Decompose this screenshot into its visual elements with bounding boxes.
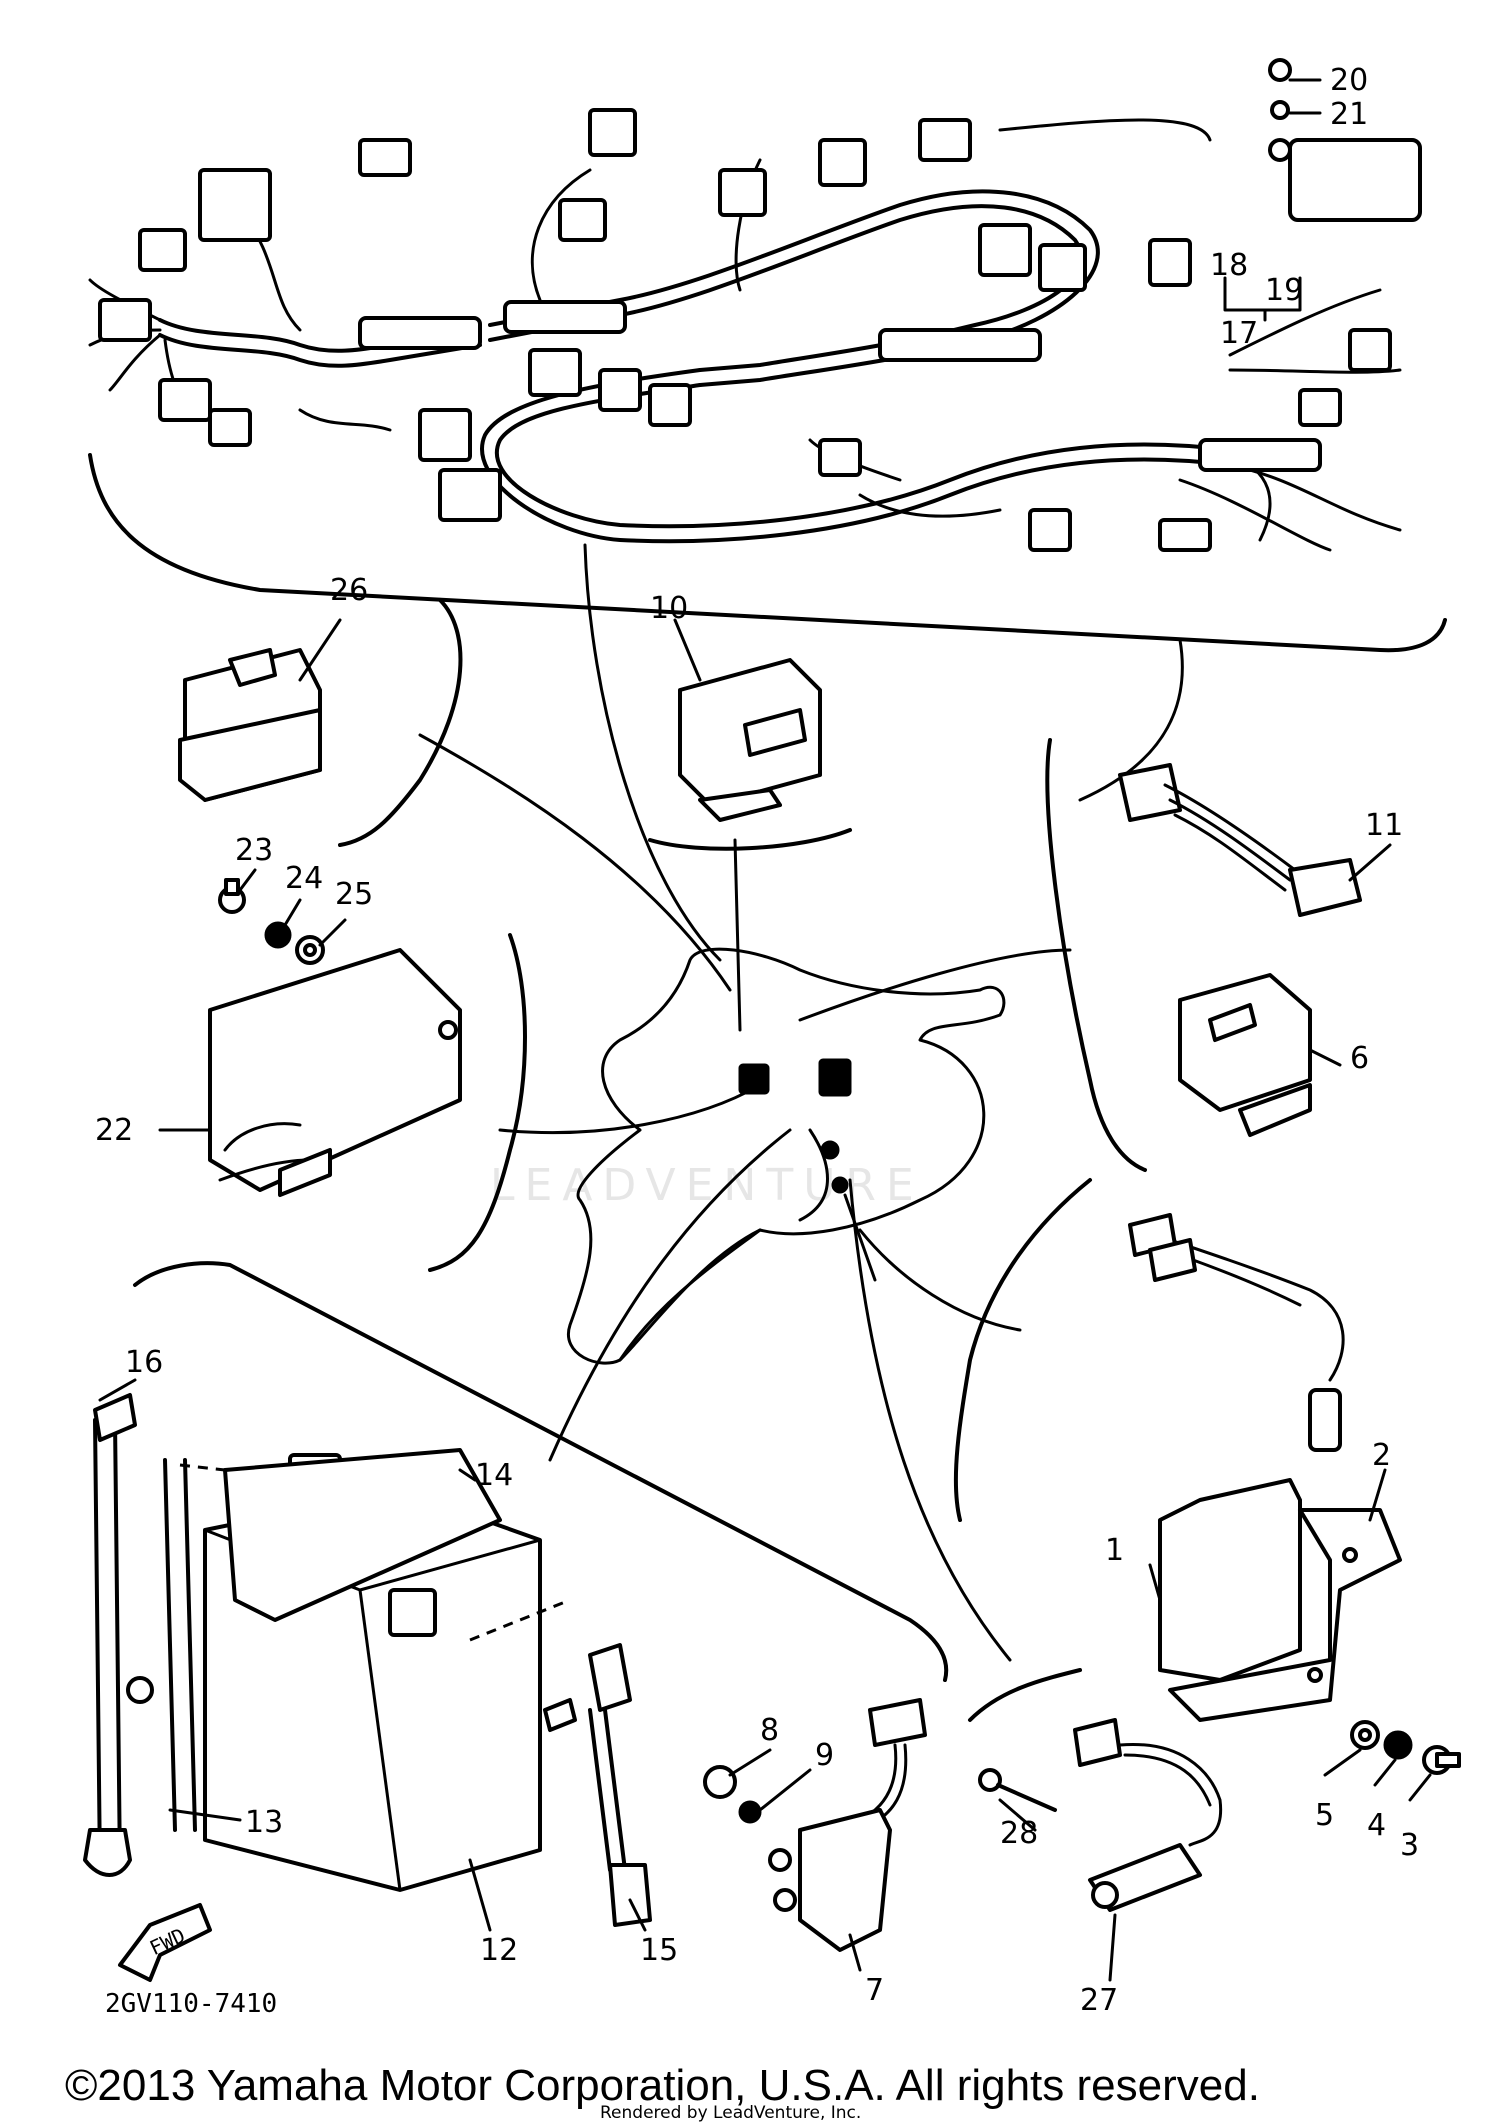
part-6-starter-relay[interactable] [1178,973,1312,1137]
copyright-text: ©2013 Yamaha Motor Corporation, U.S.A. A… [65,2061,1260,2110]
part-28-screw[interactable] [978,1768,1057,1812]
callout-26[interactable]: 26 [330,573,368,608]
callout-23[interactable]: 23 [235,833,273,868]
callout-17[interactable]: 17 [1220,316,1258,351]
part-15-positive-cable[interactable] [543,1643,652,1927]
group-bracket-1 [953,1178,1092,1522]
battery-vent-dashed-line [179,1463,571,1642]
part-26-relay[interactable] [178,648,322,802]
group-bracket-battery [133,1261,949,1682]
part-3-bolt[interactable] [1422,1745,1461,1775]
group-bracket-26 [338,598,463,847]
part-2-bracket[interactable] [1168,1508,1402,1722]
diagram-code: 2GV110-7410 [105,1989,277,2019]
callout-6[interactable]: 6 [1350,1041,1369,1076]
part-27-neutral-switch[interactable] [1073,1718,1223,1912]
callout-16[interactable]: 16 [125,1345,163,1380]
callout-8[interactable]: 8 [760,1713,779,1748]
part-22-cdi-unit[interactable] [208,948,462,1197]
callout-10[interactable]: 10 [650,591,688,626]
part-23-bolt[interactable] [218,878,246,914]
part-24-nut[interactable] [264,921,292,949]
callout-27[interactable]: 27 [1080,1983,1118,2018]
part-11-sub-harness[interactable] [1118,763,1362,917]
callout-9[interactable]: 9 [815,1738,834,1773]
part-9-nut[interactable] [738,1800,762,1824]
part-14-battery-band[interactable] [223,1448,502,1622]
callout-20[interactable]: 20 [1330,63,1368,98]
callout-5[interactable]: 5 [1315,1798,1334,1833]
callout-11[interactable]: 11 [1365,808,1403,843]
group-bracket-right [1045,738,1147,1172]
callout-12[interactable]: 12 [480,1933,518,1968]
callout-2[interactable]: 2 [1372,1438,1391,1473]
part-1-rectifier-regulator[interactable] [1128,1213,1345,1682]
fwd-arrow-icon: FWD [118,1903,212,1982]
callout-1[interactable]: 1 [1105,1533,1124,1568]
callout-22[interactable]: 22 [95,1113,133,1148]
part-25-washer[interactable] [295,935,325,965]
callout-18[interactable]: 18 [1210,248,1248,283]
watermark-text: LEADVENTURE [490,1160,924,1211]
part-13-vent-hose[interactable] [163,1458,197,1832]
callout-numbers: 20 21 18 19 17 26 10 11 23 24 25 6 22 16… [95,63,1419,2018]
part-5-washer[interactable] [1350,1720,1380,1750]
callout-24[interactable]: 24 [285,861,323,896]
group-bracket-22 [428,933,527,1272]
callout-21[interactable]: 21 [1330,97,1368,132]
callout-14[interactable]: 14 [475,1458,513,1493]
part-4-nut[interactable] [1383,1730,1413,1760]
motorcycle-frame-outline [566,947,1006,1365]
leader-lines [418,543,1184,1662]
part-10-flasher-relay[interactable] [678,658,822,822]
callout-25[interactable]: 25 [335,877,373,912]
part-16-negative-cable[interactable] [83,1393,154,1877]
callout-28[interactable]: 28 [1000,1816,1038,1851]
callout-7[interactable]: 7 [865,1973,884,2008]
rendered-by-text: Rendered by LeadVenture, Inc. [600,2103,861,2122]
wire-harness[interactable] [88,58,1447,653]
callout-19[interactable]: 19 [1265,273,1303,308]
callout-4[interactable]: 4 [1367,1808,1386,1843]
callout-leaders [98,78,1432,1982]
group-bracket-10 [648,828,852,851]
part-8-cap[interactable] [703,1765,737,1799]
callout-13[interactable]: 13 [245,1805,283,1840]
part-7-starter-solenoid[interactable] [768,1698,927,1952]
callout-3[interactable]: 3 [1400,1828,1419,1863]
callout-15[interactable]: 15 [640,1933,678,1968]
group-bracket-27 [968,1668,1082,1722]
